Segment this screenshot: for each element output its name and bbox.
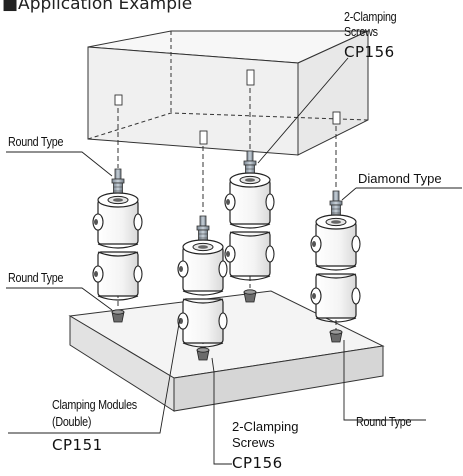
label-round-type-lower: Round Type xyxy=(8,271,64,285)
label-modules-line1: Clamping Modules xyxy=(52,398,137,412)
label-screws-bottom-line1: 2-Clamping xyxy=(232,419,299,434)
base-plate xyxy=(68,290,385,412)
label-diamond-type: Diamond Type xyxy=(358,171,442,186)
leader-lines xyxy=(6,57,462,465)
label-modules-line2: (Double) xyxy=(52,415,92,429)
top-plate xyxy=(87,30,369,156)
label-screws-top-part: CP156 xyxy=(344,43,395,61)
label-modules-part: CP151 xyxy=(52,436,103,454)
label-screws-bottom-line2: Screws xyxy=(232,435,275,450)
label-screws-top-line2: Screws xyxy=(344,25,378,39)
label-screws-bottom-part: CP156 xyxy=(232,454,283,472)
label-round-type-right: Round Type xyxy=(356,415,412,429)
figure-title: ■Application Example xyxy=(2,0,193,14)
label-screws-top-line1: 2-Clamping xyxy=(344,10,397,24)
top-plate-pins xyxy=(114,69,341,145)
label-round-type-upper: Round Type xyxy=(8,135,64,149)
